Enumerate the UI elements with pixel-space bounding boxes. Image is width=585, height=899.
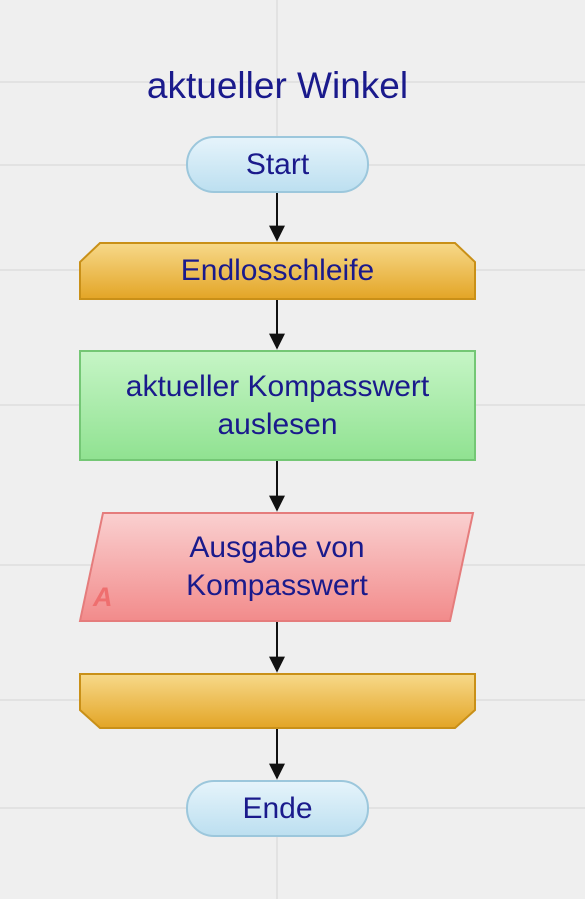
output-marker: A (93, 582, 113, 612)
process-label: aktueller Kompasswert auslesen (80, 351, 475, 460)
start-terminal-shape[interactable] (186, 136, 369, 193)
end-label: Ende (242, 791, 313, 825)
start-label: Start (245, 147, 310, 181)
end-terminal-shape[interactable] (186, 780, 369, 837)
output-shape[interactable] (78, 512, 475, 622)
process-shape[interactable] (79, 350, 476, 461)
output-label: Ausgabe von Kompasswert (92, 513, 462, 621)
process-label-line2: auslesen (217, 407, 338, 441)
output-label-line1: Ausgabe von (189, 531, 365, 564)
diagram-title: aktueller Winkel (146, 65, 409, 106)
loop-begin-label: Endlosschleife (180, 254, 375, 287)
output-label-line2: Kompasswert (186, 569, 368, 602)
loop-end-label (80, 674, 475, 728)
loop-begin-shape[interactable] (79, 242, 476, 300)
process-label-line1: aktueller Kompasswert (125, 369, 430, 403)
loop-end-shape[interactable] (79, 673, 476, 729)
